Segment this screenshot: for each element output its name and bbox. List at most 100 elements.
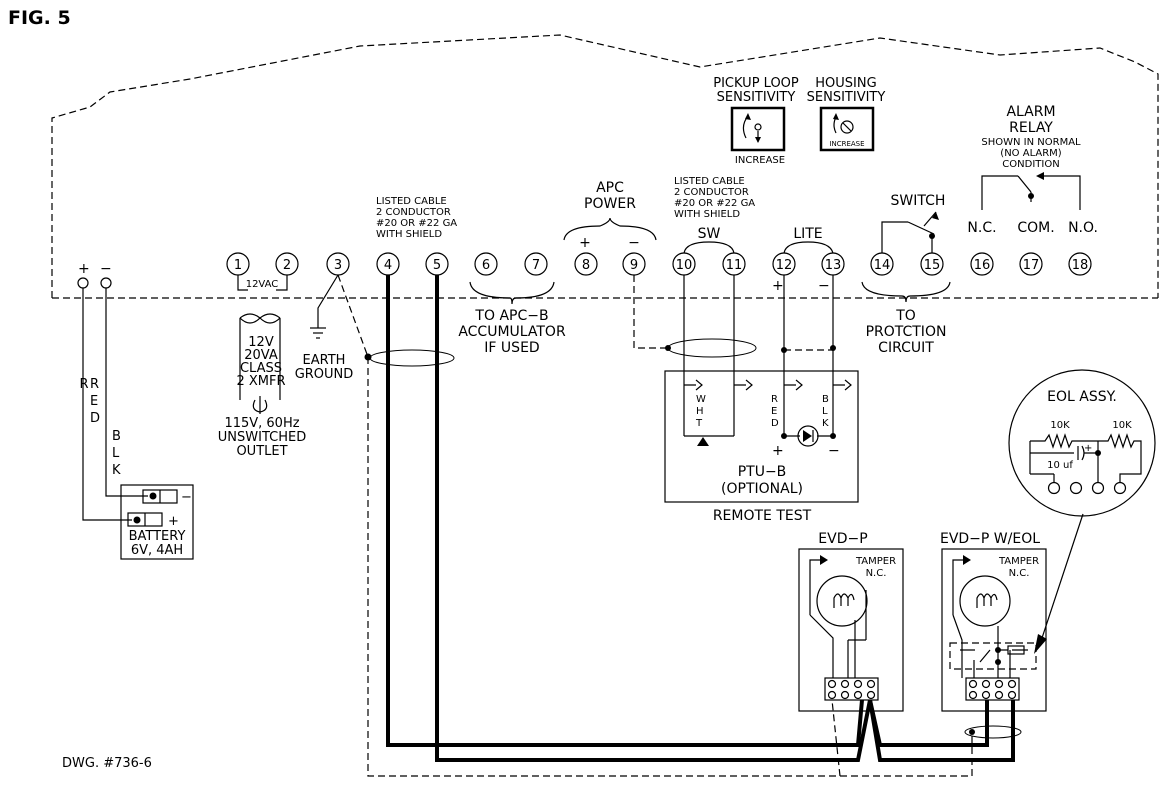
svg-text:LISTED CABLE: LISTED CABLE (376, 196, 447, 207)
alarm-relay: ALARM RELAY SHOWN IN NORMAL (NO ALARM) C… (967, 104, 1097, 236)
transformer: 12VAC 12V 20VA CLASS 2 XMFR 115V, 60Hz U… (218, 275, 306, 459)
terminal-10: 10 (672, 252, 696, 276)
svg-text:D: D (771, 418, 779, 429)
svg-text:#20 OR #22 GA: #20 OR #22 GA (376, 218, 457, 229)
svg-text:17: 17 (1023, 258, 1040, 273)
svg-text:4: 4 (384, 258, 392, 273)
svg-text:OUTLET: OUTLET (236, 444, 287, 459)
svg-text:9: 9 (630, 258, 638, 273)
svg-text:7: 7 (532, 258, 540, 273)
terminal-7: 7 (524, 252, 548, 276)
svg-text:K: K (822, 418, 829, 429)
svg-text:10K: 10K (1112, 420, 1132, 431)
terminal-12: 12 (772, 252, 796, 276)
svg-text:ACCUMULATOR: ACCUMULATOR (458, 324, 566, 340)
terminal-16: 16 (970, 252, 994, 276)
svg-text:ALARM: ALARM (1006, 104, 1055, 120)
svg-text:6: 6 (482, 258, 490, 273)
terminal-6: 6 (474, 252, 498, 276)
terminal-4: 4 (376, 252, 400, 276)
battery-minus-label: − (100, 261, 112, 277)
svg-text:(OPTIONAL): (OPTIONAL) (721, 481, 803, 497)
svg-text:GROUND: GROUND (295, 367, 354, 382)
svg-text:13: 13 (825, 258, 842, 273)
svg-text:18: 18 (1072, 258, 1089, 273)
red-wire-label: R E D (90, 377, 100, 426)
svg-text:W: W (696, 394, 706, 405)
ptu-title: PTU−B (738, 464, 787, 480)
terminal-2: 2 (275, 252, 299, 276)
terminal-18: 18 (1068, 252, 1092, 276)
svg-text:10K: 10K (1050, 420, 1070, 431)
terminal-3: 3 (326, 252, 350, 276)
svg-text:H: H (696, 406, 704, 417)
terminal-5: 5 (425, 252, 449, 276)
svg-text:2 CONDUCTOR: 2 CONDUCTOR (376, 207, 451, 218)
battery-rating: 6V, 4AH (131, 543, 183, 558)
svg-text:EVD−P W/EOL: EVD−P W/EOL (940, 531, 1040, 547)
evd-p-with-eol: EVD−P W/EOL TAMPER N.C. (868, 531, 1047, 747)
svg-text:#20 OR #22 GA: #20 OR #22 GA (674, 198, 755, 209)
svg-text:D: D (90, 411, 100, 426)
svg-text:EVD−P: EVD−P (818, 531, 867, 547)
svg-text:−: − (818, 278, 830, 294)
pickup-loop-sensitivity: PICKUP LOOP SENSITIVITY INCREASE (713, 76, 799, 166)
svg-text:EOL ASSY.: EOL ASSY. (1047, 389, 1117, 405)
svg-text:−: − (181, 490, 192, 505)
apc-power: APC POWER + − (563, 180, 668, 349)
battery: + − R R E D B L K − + BATTERY 6V, 4AH (77, 261, 194, 560)
svg-text:11: 11 (726, 258, 743, 273)
terminal-8: 8 (574, 252, 598, 276)
switch: SWITCH (881, 193, 946, 253)
svg-text:RELAY: RELAY (1009, 120, 1053, 136)
svg-text:(NO ALARM): (NO ALARM) (1000, 148, 1061, 159)
svg-text:16: 16 (974, 258, 991, 273)
evd-p: EVD−P TAMPER N.C. (798, 531, 904, 712)
sw-lite-labels: SW LITE + − (683, 226, 834, 294)
svg-text:LISTED CABLE: LISTED CABLE (674, 176, 745, 187)
svg-text:CONDITION: CONDITION (1002, 159, 1059, 170)
svg-text:EARTH: EARTH (303, 353, 346, 368)
svg-text:N.O.: N.O. (1068, 220, 1098, 236)
svg-text:SENSITIVITY: SENSITIVITY (717, 90, 796, 105)
svg-text:+: + (772, 278, 784, 294)
svg-text:L: L (822, 406, 828, 417)
svg-text:12: 12 (776, 258, 793, 273)
protection-note: TO PROTCTION CIRCUIT (861, 281, 951, 356)
svg-text:T: T (695, 418, 703, 429)
ptu-wiring (665, 275, 836, 385)
svg-text:PICKUP LOOP: PICKUP LOOP (713, 76, 799, 91)
cable-note-1: LISTED CABLE 2 CONDUCTOR #20 OR #22 GA W… (376, 196, 457, 240)
svg-text:WITH SHIELD: WITH SHIELD (376, 229, 442, 240)
terminal-13: 13 (821, 252, 845, 276)
svg-text:SENSITIVITY: SENSITIVITY (807, 90, 886, 105)
cable-note-2: LISTED CABLE 2 CONDUCTOR #20 OR #22 GA W… (674, 176, 755, 220)
svg-text:15: 15 (924, 258, 941, 273)
svg-text:HOUSING: HOUSING (815, 76, 876, 91)
housing-sensitivity: HOUSING SENSITIVITY INCREASE (807, 76, 886, 152)
svg-text:K: K (112, 463, 121, 478)
svg-text:N.C.: N.C. (866, 568, 887, 579)
svg-text:+: + (1084, 443, 1092, 454)
svg-text:L: L (112, 446, 120, 461)
svg-text:−: − (828, 443, 840, 459)
svg-text:+: + (579, 235, 591, 251)
svg-text:10 uf: 10 uf (1047, 460, 1073, 471)
svg-text:CLASS: CLASS (240, 361, 282, 376)
svg-text:SWITCH: SWITCH (891, 193, 946, 209)
battery-plus-label: + (78, 261, 90, 277)
svg-text:2 XMFR: 2 XMFR (236, 374, 285, 389)
svg-text:WITH SHIELD: WITH SHIELD (674, 209, 740, 220)
eol-assembly: EOL ASSY. 10K 10K + 10 uf (1008, 369, 1156, 654)
transformer-output: 12VAC (246, 279, 279, 290)
svg-text:SHOWN IN NORMAL: SHOWN IN NORMAL (981, 137, 1081, 148)
svg-text:+: + (168, 514, 179, 529)
terminal-1: 1 (226, 252, 250, 276)
svg-text:INCREASE: INCREASE (735, 155, 785, 166)
svg-text:E: E (771, 406, 777, 417)
svg-text:TO APC−B: TO APC−B (474, 308, 548, 324)
svg-text:B: B (822, 394, 829, 405)
svg-text:N.C.: N.C. (967, 220, 996, 236)
svg-text:−: − (628, 235, 640, 251)
